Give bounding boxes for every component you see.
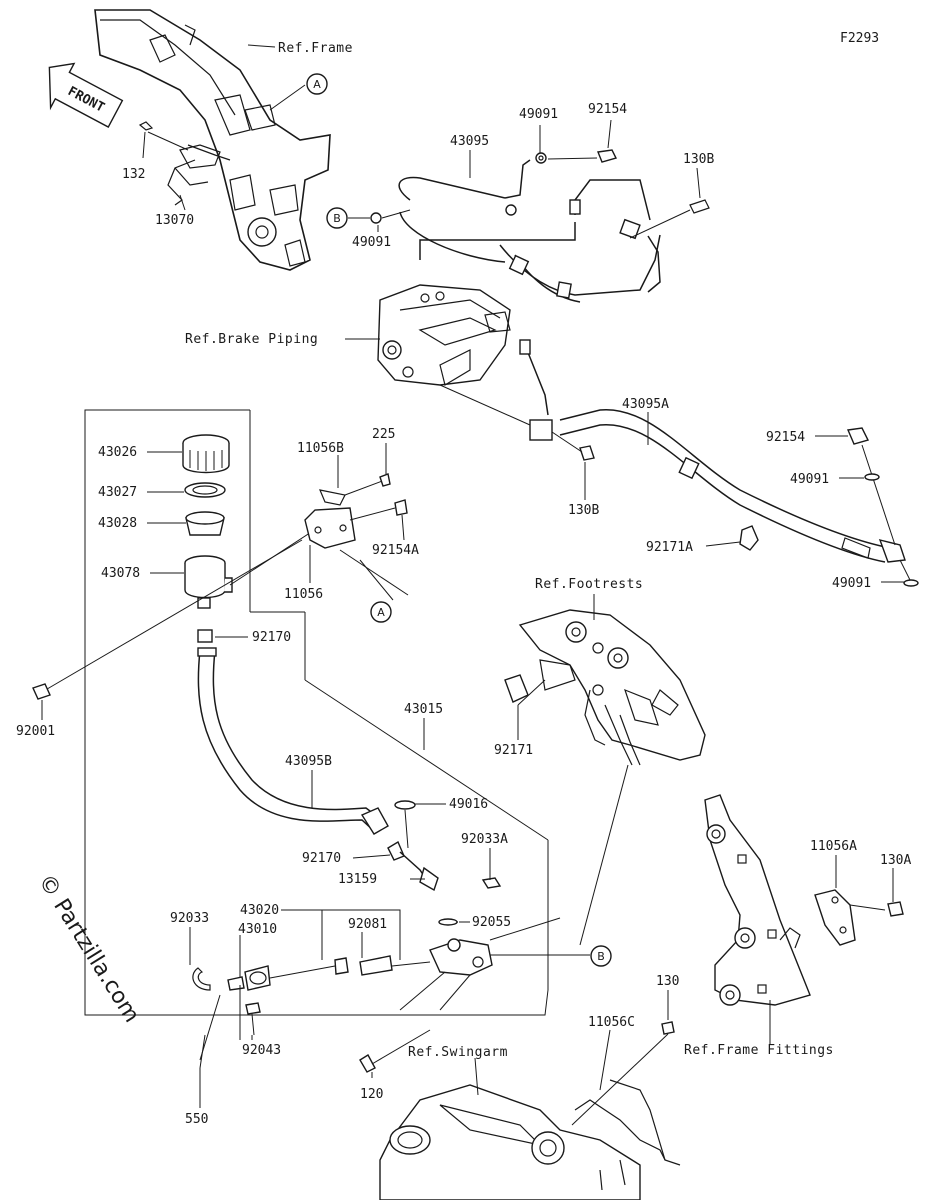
part-label-92043: 92043 xyxy=(242,1043,281,1058)
callout-b-top: B xyxy=(326,207,348,229)
ref-brake-piping-label: Ref.Brake Piping xyxy=(185,332,318,347)
part-label-49091-left: 49091 xyxy=(352,235,391,250)
part-label-43010: 43010 xyxy=(238,922,277,937)
footrest-plate-drawing xyxy=(504,609,706,946)
frame-fittings-drawing xyxy=(704,794,904,1045)
part-label-92171: 92171 xyxy=(494,743,533,758)
part-label-130b-mid: 130B xyxy=(568,503,599,518)
labels: F2293 Ref.Frame Ref.Brake Piping Ref.Foo… xyxy=(16,31,911,1127)
abs-unit-drawing xyxy=(377,284,511,386)
part-label-49091-right2: 49091 xyxy=(832,576,871,591)
master-cylinder-drawing xyxy=(192,938,493,1073)
part-label-92170-low: 92170 xyxy=(302,851,341,866)
part-label-92033a: 92033A xyxy=(461,832,508,847)
watermark: © Partzilla.com xyxy=(33,870,144,1027)
callout-a-mid-label: A xyxy=(377,606,385,619)
part-label-130: 130 xyxy=(656,974,679,989)
part-label-92001: 92001 xyxy=(16,724,55,739)
ref-swingarm-label: Ref.Swingarm xyxy=(408,1045,508,1060)
part-label-43078: 43078 xyxy=(101,566,140,581)
part-label-49091-right1: 49091 xyxy=(790,472,829,487)
part-label-120: 120 xyxy=(360,1087,383,1102)
part-label-11056: 11056 xyxy=(284,587,323,602)
bolt-92001-drawing xyxy=(32,539,303,700)
callout-b-top-label: B xyxy=(333,212,341,225)
bracket-13070-drawing xyxy=(138,121,231,206)
part-label-92081: 92081 xyxy=(348,917,387,932)
callout-a-top: A xyxy=(306,73,328,95)
part-label-43020: 43020 xyxy=(240,903,279,918)
fittings-right-drawing xyxy=(551,427,919,587)
part-label-130a: 130A xyxy=(880,853,911,868)
part-label-13159: 13159 xyxy=(338,872,377,887)
part-label-43095b: 43095B xyxy=(285,754,332,769)
diagram-code: F2293 xyxy=(840,31,879,46)
part-label-132: 132 xyxy=(122,167,145,182)
hose-43095-drawing xyxy=(398,159,661,303)
part-label-92170-top: 92170 xyxy=(252,630,291,645)
front-arrow: FRONT xyxy=(48,62,124,128)
frame-drawing xyxy=(94,9,331,271)
part-label-92055: 92055 xyxy=(472,915,511,930)
callout-b-low-label: B xyxy=(597,950,605,963)
part-label-130b-top: 130B xyxy=(683,152,714,167)
part-label-92154-right: 92154 xyxy=(766,430,805,445)
part-label-43095: 43095 xyxy=(450,134,489,149)
part-label-49091-top: 49091 xyxy=(519,107,558,122)
part-label-43027: 43027 xyxy=(98,485,137,500)
part-label-11056a: 11056A xyxy=(810,839,857,854)
leader-lines xyxy=(41,44,904,1108)
callout-a-mid: A xyxy=(370,601,392,623)
part-label-43015: 43015 xyxy=(404,702,443,717)
part-label-11056c: 11056C xyxy=(588,1015,635,1030)
callout-b-low: B xyxy=(590,945,612,967)
part-label-43026: 43026 xyxy=(98,445,137,460)
part-label-92154a: 92154A xyxy=(372,543,419,558)
reservoir-drawing xyxy=(182,434,346,643)
part-label-49016: 49016 xyxy=(449,797,488,812)
fittings-top-drawing xyxy=(370,149,710,239)
part-label-13070: 13070 xyxy=(155,213,194,228)
part-label-550: 550 xyxy=(185,1112,208,1127)
master-cylinder-box xyxy=(84,409,549,1016)
part-label-43028: 43028 xyxy=(98,516,137,531)
part-label-11056b: 11056B xyxy=(297,441,344,456)
callout-a-top-label: A xyxy=(313,78,321,91)
part-label-92171a: 92171A xyxy=(646,540,693,555)
bracket-11056-drawing xyxy=(304,473,409,596)
part-label-43095a: 43095A xyxy=(622,397,669,412)
part-label-92033: 92033 xyxy=(170,911,209,926)
ref-frame-fittings-label: Ref.Frame Fittings xyxy=(684,1043,834,1058)
swingarm-drawing xyxy=(379,1021,681,1200)
ref-footrests-label: Ref.Footrests xyxy=(535,577,643,592)
ref-frame-label: Ref.Frame xyxy=(278,41,353,56)
hose-43095a-drawing xyxy=(439,339,906,563)
part-label-92154-top: 92154 xyxy=(588,102,627,117)
bracket-43020-box xyxy=(281,909,401,960)
part-label-225: 225 xyxy=(372,427,395,442)
hose-43095b-drawing xyxy=(197,647,502,926)
